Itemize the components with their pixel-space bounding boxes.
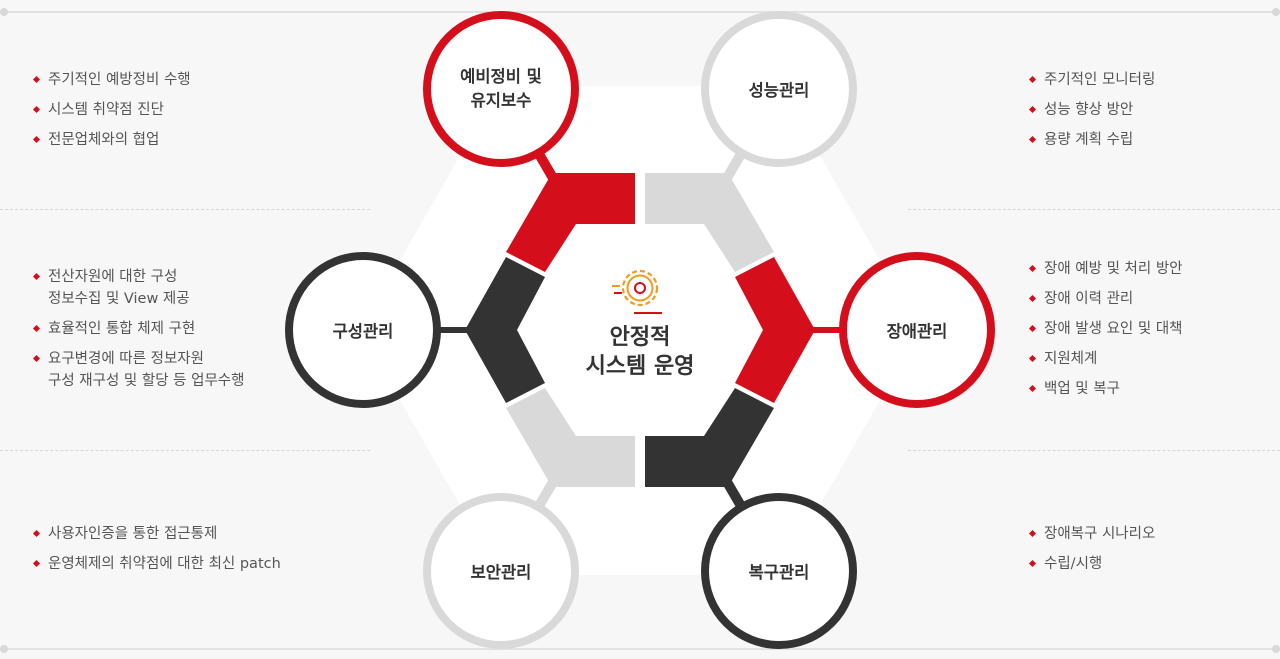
- corner-dot: [0, 645, 8, 653]
- top-border: [0, 11, 1280, 13]
- list-fault: 장애 예방 및 처리 방안 장애 이력 관리 장애 발생 요인 및 대책 지원체…: [1028, 258, 1183, 408]
- list-item: 용량 계획 수립: [1028, 129, 1155, 151]
- corner-dot: [0, 8, 8, 16]
- bottom-border: [0, 648, 1280, 650]
- hexagon-background: [360, 86, 920, 575]
- corner-dot: [1272, 8, 1280, 16]
- list-item: 사용자인증을 통한 접근통제: [32, 523, 281, 545]
- node-recovery: 복구관리: [701, 493, 857, 649]
- list-item: 장애 이력 관리: [1028, 288, 1183, 310]
- center-title-line2: 시스템 운영: [586, 354, 695, 379]
- list-item: 장애 예방 및 처리 방안: [1028, 258, 1183, 280]
- gear-icon: [612, 269, 662, 314]
- list-performance: 주기적인 모니터링 성능 향상 방안 용량 계획 수립: [1028, 69, 1155, 159]
- center-title-line1: 안정적: [610, 325, 671, 350]
- segment-configuration: [465, 257, 545, 403]
- node-recovery-label: 복구관리: [749, 563, 810, 582]
- list-item: 주기적인 예방정비 수행: [32, 69, 191, 91]
- divider: [908, 209, 1280, 210]
- list-item: 전문업체와의 협업: [32, 129, 191, 151]
- divider: [908, 450, 1280, 451]
- list-item: 성능 향상 방안: [1028, 99, 1155, 121]
- list-item: 지원체계: [1028, 348, 1183, 370]
- node-fault-label: 장애관리: [887, 322, 948, 341]
- segment-security: [506, 388, 635, 487]
- list-item: 백업 및 복구: [1028, 378, 1183, 400]
- list-maintenance: 주기적인 예방정비 수행 시스템 취약점 진단 전문업체와의 협업: [32, 69, 191, 159]
- divider: [0, 209, 370, 210]
- corner-dot: [1272, 645, 1280, 653]
- node-security-label: 보안관리: [471, 563, 532, 582]
- list-item: 시스템 취약점 진단: [32, 99, 191, 121]
- list-item: 수립/시행: [1028, 553, 1155, 575]
- list-item: 전산자원에 대한 구성 정보수집 및 View 제공: [32, 266, 244, 310]
- list-recovery: 장애복구 시나리오 수립/시행: [1028, 523, 1155, 583]
- segment-fault: [735, 257, 815, 403]
- node-maintenance-label-line2: 유지보수: [471, 91, 532, 110]
- node-fault: 장애관리: [839, 252, 995, 408]
- node-configuration: 구성관리: [285, 252, 441, 408]
- list-security: 사용자인증을 통한 접근통제 운영체제의 취약점에 대한 최신 patch: [32, 523, 281, 583]
- segment-performance: [645, 173, 774, 272]
- node-performance-label: 성능관리: [749, 81, 810, 100]
- list-item: 효율적인 통합 체제 구현: [32, 318, 244, 340]
- list-item: 운영체제의 취약점에 대한 최신 patch: [32, 553, 281, 575]
- node-performance: 성능관리: [701, 11, 857, 167]
- segment-recovery: [645, 388, 774, 487]
- list-item: 장애복구 시나리오: [1028, 523, 1155, 545]
- divider: [0, 450, 370, 451]
- node-maintenance-label-line1: 예비정비 및: [460, 67, 542, 86]
- list-item: 장애 발생 요인 및 대책: [1028, 318, 1183, 340]
- segment-maintenance: [506, 173, 635, 272]
- node-maintenance: 예비정비 및 유지보수: [423, 11, 579, 167]
- list-item: 주기적인 모니터링: [1028, 69, 1155, 91]
- node-security: 보안관리: [423, 493, 579, 649]
- list-item: 요구변경에 따른 정보자원 구성 재구성 및 할당 등 업무수행: [32, 348, 244, 392]
- list-configuration: 전산자원에 대한 구성 정보수집 및 View 제공 효율적인 통합 체제 구현…: [32, 266, 244, 400]
- node-configuration-label: 구성관리: [333, 322, 394, 341]
